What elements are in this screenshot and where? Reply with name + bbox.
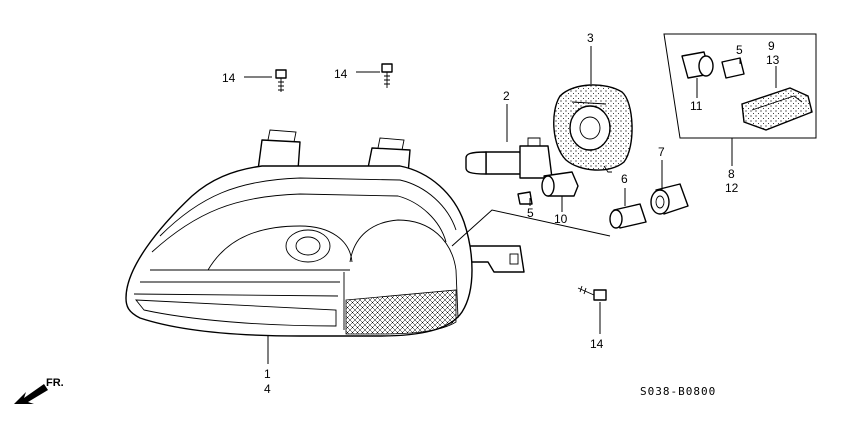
callout-12: 12 [725,181,739,195]
bulb-socket-10 [517,171,579,205]
bolt-14-lower [577,285,607,301]
callout-1: 1 [264,367,271,381]
headlight-assembly [125,129,525,337]
callout-9: 9 [768,39,775,53]
callout-14-lower: 14 [590,337,604,351]
callout-6: 6 [621,172,628,186]
callout-4: 4 [264,382,271,396]
halogen-bulb [465,137,553,179]
dust-cover [553,84,633,173]
callout-14-left: 14 [222,71,236,85]
side-marker-box [663,33,817,139]
callout-7: 7 [658,145,665,159]
callout-5a: 5 [527,206,534,220]
callout-10: 10 [554,212,568,226]
callout-13: 13 [766,53,780,67]
callout-3: 3 [587,31,594,45]
callout-14-mid: 14 [334,67,348,81]
callout-11: 11 [690,99,703,113]
wedge-bulb-6 [609,203,647,229]
bolt-14-left [275,69,287,92]
part-code: S038-B0800 [640,385,716,398]
front-direction-label: FR. [46,377,64,389]
callout-8: 8 [728,167,735,181]
callout-5b: 5 [736,43,743,57]
bolt-14-mid [381,63,393,88]
bulb-socket-7 [650,183,689,215]
front-arrow-icon [14,384,48,404]
callout-2: 2 [503,89,510,103]
